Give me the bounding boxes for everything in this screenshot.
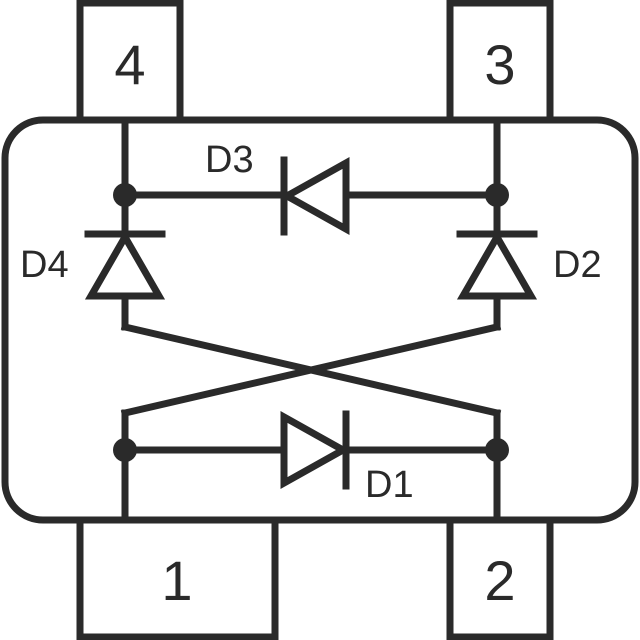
junction-dot-top-left: [113, 183, 137, 207]
diode-d3: D3: [205, 139, 350, 236]
pin-2-label: 2: [484, 549, 515, 612]
pin-3-label: 3: [484, 33, 515, 96]
pin-1-label: 1: [161, 549, 192, 612]
junction-dot-bottom-left: [113, 438, 137, 462]
junction-dot-top-right: [485, 183, 509, 207]
diode-d4-triangle: [84, 229, 166, 300]
pin-1: 1: [76, 515, 279, 640]
diode-d4: D4: [20, 229, 166, 300]
pin-4-label: 4: [114, 33, 145, 96]
pin-4: 4: [76, 0, 184, 125]
diode-d3-triangle: [279, 157, 350, 235]
diode-d2: D2: [456, 229, 602, 300]
diode-d4-label: D4: [20, 244, 69, 286]
pin-3: 3: [446, 0, 554, 125]
junction-dot-bottom-right: [485, 438, 509, 462]
diode-d1-triangle: [280, 411, 351, 489]
diode-d3-label: D3: [205, 139, 254, 181]
diode-d2-triangle: [456, 229, 538, 300]
diode-d1: D1: [280, 410, 414, 506]
package-body: [1, 116, 639, 524]
pin-2-body: [446, 515, 554, 640]
diode-d2-label: D2: [553, 244, 602, 286]
pin-2: 2: [446, 515, 554, 640]
diode-d1-label: D1: [365, 464, 414, 506]
